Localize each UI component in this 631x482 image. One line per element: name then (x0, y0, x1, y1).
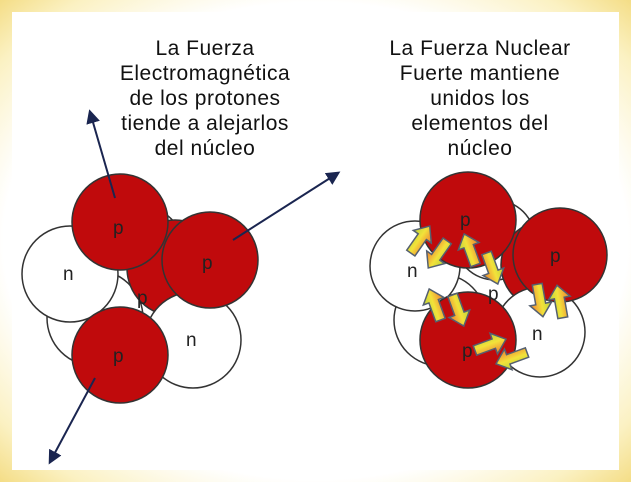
left-nucleus: p n p n p p (21, 109, 341, 465)
right-nucleus: n p n p p p (369, 171, 608, 389)
right-proton-2-label: p (550, 246, 561, 267)
left-caption-line-5: del núcleo (154, 137, 256, 160)
left-neutron-2-label: n (186, 330, 197, 351)
repulsion-arrow-right (232, 171, 341, 241)
right-caption: La Fuerza Nuclear Fuerte mantiene unidos… (350, 36, 610, 161)
left-caption: La Fuerza Electromagnética de los proton… (85, 36, 325, 161)
left-caption-line-3: de los protones (129, 87, 281, 110)
right-caption-line-1: La Fuerza Nuclear (389, 37, 571, 60)
right-proton-back-label: p (488, 284, 499, 305)
left-proton-1-label: p (113, 218, 124, 239)
right-neutron-1-label: n (407, 261, 418, 282)
right-caption-line-3: unidos los (430, 87, 530, 110)
right-neutron-2-label: n (532, 324, 543, 345)
left-caption-line-1: La Fuerza (155, 37, 255, 60)
left-neutron-1-label: n (63, 264, 74, 285)
left-proton-3-label: p (113, 346, 124, 367)
left-proton-1 (71, 173, 169, 271)
repulsion-arrow-down (48, 377, 96, 465)
right-caption-line-5: núcleo (447, 137, 513, 160)
left-proton-back-label: p (137, 288, 148, 309)
left-proton-3 (71, 306, 169, 404)
repulsion-arrow-up (86, 109, 116, 199)
left-caption-line-4: tiende a alejarlos (121, 112, 289, 135)
left-proton-2 (161, 211, 259, 309)
left-proton-2-label: p (202, 253, 213, 274)
right-proton-1-label: p (460, 210, 471, 231)
right-caption-line-4: elementos del (411, 112, 549, 135)
right-caption-line-2: Fuerte mantiene (399, 62, 561, 85)
right-proton-3-label: p (462, 341, 473, 362)
left-caption-line-2: Electromagnética (119, 62, 291, 85)
